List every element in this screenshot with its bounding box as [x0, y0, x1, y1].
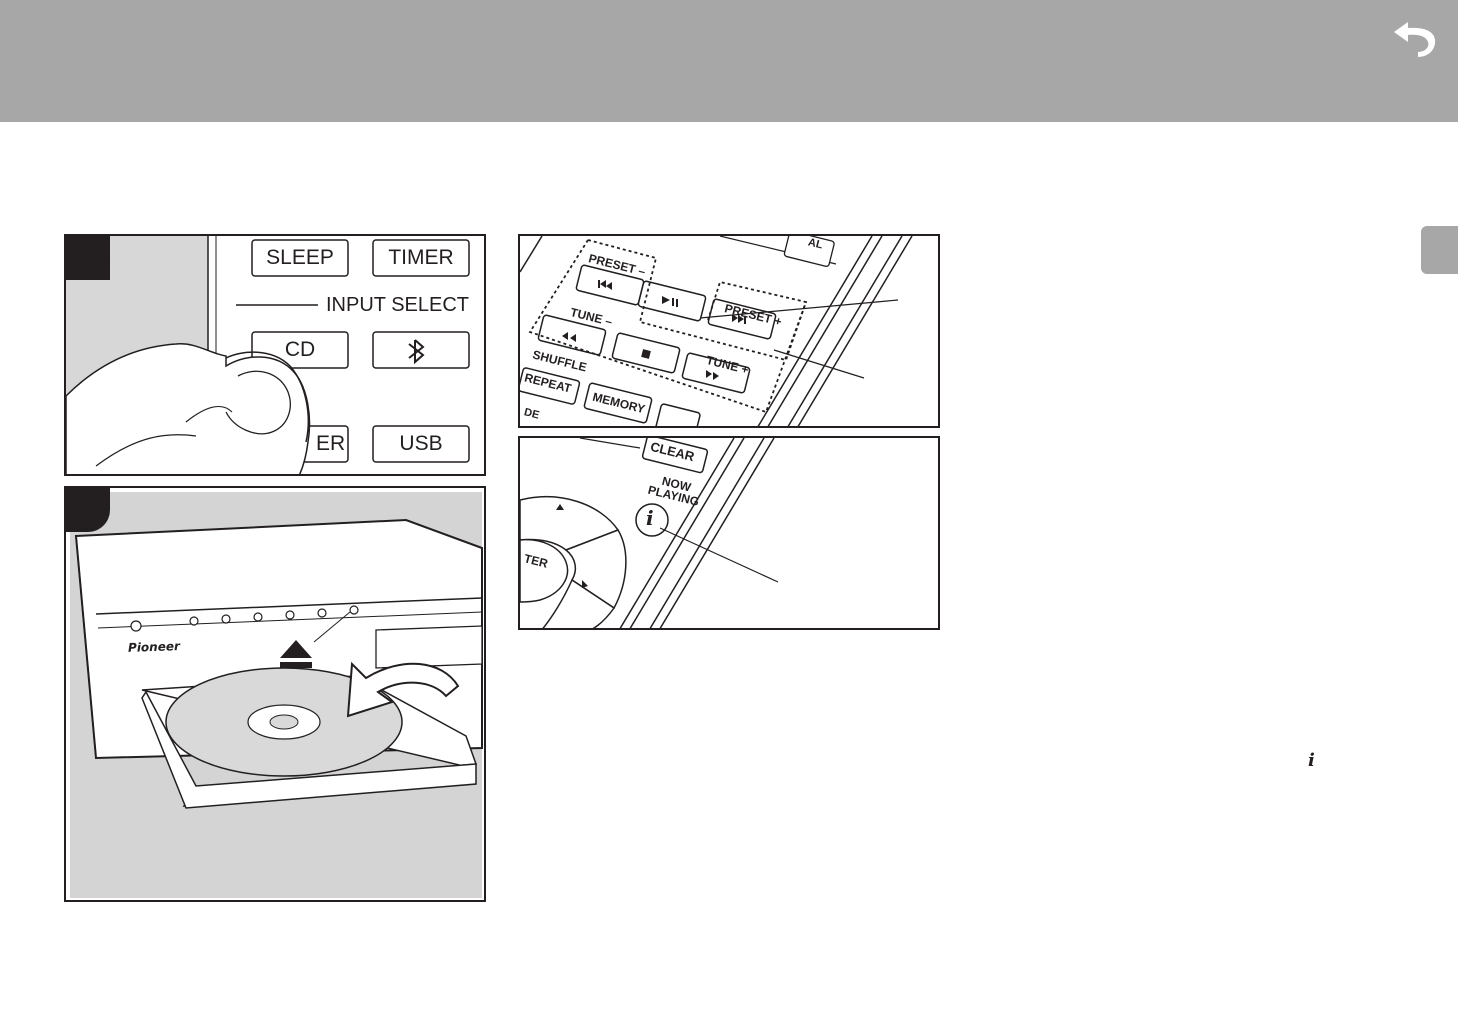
eject-icon: [280, 640, 312, 668]
usb-button-label: USB: [399, 432, 443, 455]
timer-button-label: TIMER: [388, 246, 454, 269]
remote-input-select-figure: SLEEP TIMER INPUT SELECT CD ER USB: [64, 234, 486, 476]
rewind-icon: [562, 332, 576, 342]
skip-forward-icon: [732, 314, 746, 324]
section-tab[interactable]: [1421, 226, 1458, 274]
fast-forward-icon: [706, 370, 719, 380]
skip-back-icon: [598, 280, 612, 290]
header-bar: [0, 0, 1458, 122]
play-pause-icon: [662, 296, 678, 307]
pioneer-brand: Pioneer: [127, 639, 181, 655]
info-button-glyph: i: [646, 506, 654, 530]
sleep-button-label: SLEEP: [266, 246, 334, 269]
tuner-button-label: ER: [316, 432, 346, 455]
disc-insert-figure: Pioneer: [64, 486, 486, 902]
bluetooth-icon: [408, 339, 425, 365]
cd-button-label: CD: [284, 338, 316, 361]
remote-transport-figure: PRESET – PRESET + TUNE – TUNE + SHUFFLE …: [518, 234, 940, 428]
info-glyph: i: [1308, 750, 1315, 771]
step-badge-1: [66, 236, 110, 280]
input-select-label: INPUT SELECT: [326, 294, 469, 316]
stop-icon: [641, 349, 651, 359]
return-arrow-icon[interactable]: [1390, 14, 1438, 58]
remote-info-figure: CLEAR NOW PLAYING TER i: [518, 436, 940, 630]
